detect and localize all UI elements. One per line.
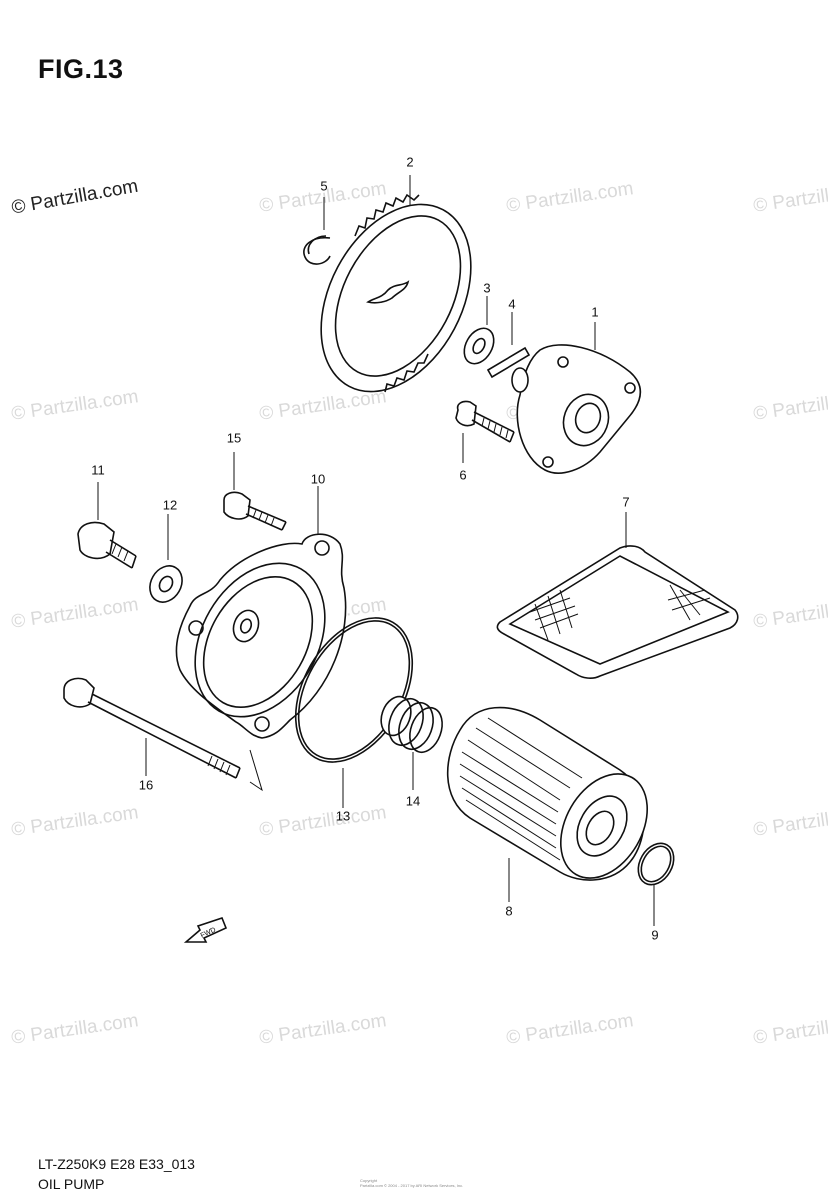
callout-number: 1	[591, 304, 599, 320]
fwd-arrow-icon: FWD	[183, 917, 228, 943]
part-8-oil-filter[interactable]	[446, 706, 665, 894]
part-10-oil-filter-cover[interactable]	[169, 533, 351, 740]
part-9-o-ring[interactable]	[631, 837, 681, 891]
copyright-note: Copyright Partzilla.com © 2004 - 2017 by…	[360, 1178, 464, 1188]
callout-number: 3	[483, 280, 491, 296]
callout-number: 4	[508, 296, 516, 312]
callout-number: 2	[406, 154, 414, 170]
callout-number: 14	[405, 793, 421, 809]
callout-number: 11	[91, 462, 105, 478]
callout-number: 9	[651, 927, 659, 943]
part-14-spring[interactable]	[376, 692, 448, 756]
callout-number: 16	[138, 777, 154, 793]
part-15-bolt[interactable]	[223, 491, 287, 531]
part-6-bolt[interactable]	[455, 400, 515, 443]
callout-number: 5	[320, 178, 328, 194]
diagram-title: OIL PUMP	[38, 1176, 105, 1192]
part-12-washer[interactable]	[144, 560, 189, 608]
figure-title: FIG.13	[38, 54, 124, 84]
callout-number: 6	[459, 467, 467, 483]
callout-number: 7	[622, 494, 630, 510]
part-2-oil-pump-gear[interactable]	[291, 179, 501, 418]
part-1-oil-pump[interactable]	[511, 344, 642, 474]
part-7-oil-strainer[interactable]	[496, 545, 739, 679]
part-4-pin[interactable]	[486, 346, 531, 379]
model-code: LT-Z250K9 E28 E33_013	[38, 1156, 195, 1172]
callout-number: 15	[226, 430, 242, 446]
callout-number: 10	[310, 471, 326, 487]
callout-number: 8	[505, 903, 513, 919]
callout-number: 13	[335, 808, 351, 824]
part-11-bolt[interactable]	[77, 521, 137, 569]
callout-number: 12	[162, 497, 178, 513]
part-3-washer[interactable]	[458, 323, 500, 369]
part-16-long-bolt[interactable]	[63, 677, 263, 792]
part-5-circlip[interactable]	[303, 235, 331, 265]
